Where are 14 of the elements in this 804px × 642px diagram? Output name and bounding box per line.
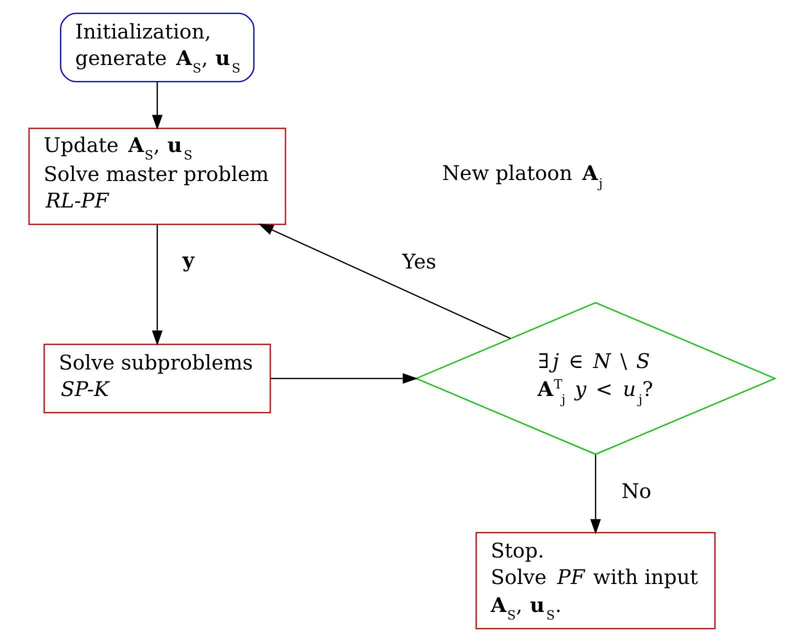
edge-label: Yes (402, 249, 436, 274)
arrow (152, 82, 163, 130)
node-diamond: ∃j ∈ N \ S A$^{T}$$_{j}$ y < u$_{j}$? (414, 302, 777, 455)
arrow (258, 224, 511, 339)
node-box: Initialization, generate A$_{S}$, u$_{S}$ (60, 12, 255, 82)
label: New platoon A$_{j}$ (442, 160, 603, 190)
node-box: Update A$_{S}$, u$_{S}$ Solve master problem RL-PF (28, 128, 286, 225)
node-box: Stop. Solve PF with input A$_{S}$, u$_{S}$. (476, 532, 716, 630)
edge-label: y (182, 248, 194, 272)
arrow (270, 373, 418, 384)
arrow (590, 454, 601, 534)
arrow (152, 224, 163, 346)
edge-label: No (621, 479, 652, 504)
node-box: Solve subproblems SP-K (44, 344, 271, 414)
